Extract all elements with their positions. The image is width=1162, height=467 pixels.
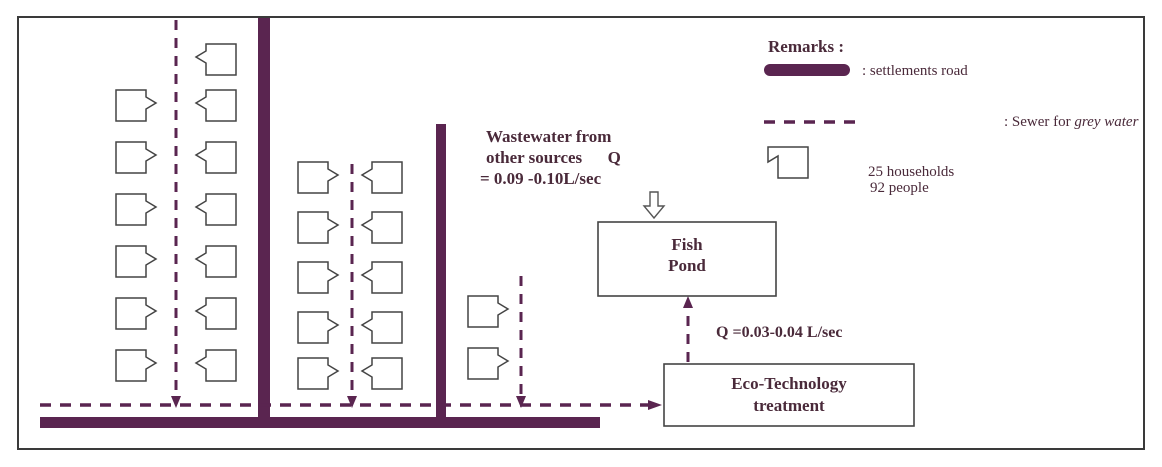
- house-icon: [115, 141, 158, 174]
- house-icon: [115, 297, 158, 330]
- sources-line-1: Wastewater from: [486, 127, 611, 146]
- treatment-line-2: treatment: [753, 396, 825, 415]
- house-icon: [194, 349, 237, 382]
- sewer-column-1-arrow: [171, 396, 181, 408]
- fish-pond-line-2: Pond: [668, 256, 706, 275]
- house-icon: [194, 89, 237, 122]
- house-icon: [194, 141, 237, 174]
- sewer-collector-arrow: [648, 400, 662, 410]
- house-icon: [115, 193, 158, 226]
- house-icon: [360, 357, 403, 390]
- horizontal-road: [40, 417, 600, 428]
- house-icon: [360, 161, 403, 194]
- diagram-frame: [17, 16, 1145, 450]
- flow-rate-label: Q =0.03-0.04 L/sec: [716, 324, 842, 341]
- legend-road-label: : settlements road: [862, 63, 968, 79]
- households: [115, 43, 510, 390]
- legend-sewer-prefix: : Sewer for: [1004, 114, 1074, 130]
- house-icon: [115, 349, 158, 382]
- sewer-to-fish-pond-arrow: [683, 296, 693, 308]
- legend-house-icon: [767, 146, 809, 179]
- grey-water-sewers: [40, 20, 693, 410]
- remarks-title: Remarks :: [768, 37, 844, 56]
- sources-line-3: = 0.09 -0.10L/sec: [480, 169, 602, 188]
- house-icon: [194, 193, 237, 226]
- legend-household-count: 25 households: [868, 164, 954, 180]
- sewer-column-3-arrow: [516, 396, 526, 408]
- legend-road-swatch: [764, 64, 850, 76]
- house-icon: [467, 295, 510, 328]
- settlement-roads: [40, 18, 600, 428]
- house-icon: [194, 43, 237, 76]
- fish-pond: Fish Pond: [597, 221, 777, 297]
- sources-line-2: other sources Q: [486, 148, 621, 167]
- treatment-line-1: Eco-Technology: [731, 374, 847, 393]
- eco-technology-treatment: Eco-Technology treatment: [663, 363, 915, 427]
- fish-pond-line-1: Fish: [671, 235, 703, 254]
- house-icon: [297, 311, 340, 344]
- sewer-column-2-arrow: [347, 396, 357, 408]
- house-icon: [194, 297, 237, 330]
- house-icon: [297, 357, 340, 390]
- second-vertical-road: [436, 124, 446, 424]
- main-vertical-road: [258, 18, 270, 424]
- house-icon: [360, 261, 403, 294]
- house-icon: [115, 245, 158, 278]
- house-icon: [115, 89, 158, 122]
- fish-pond-box: [597, 221, 777, 297]
- house-icon: [297, 261, 340, 294]
- legend-sewer-emph: grey water: [1074, 114, 1138, 130]
- other-sources: Wastewater from other sources Q = 0.09 -…: [480, 127, 666, 220]
- treatment-box: [663, 363, 915, 427]
- sources-down-arrow: [642, 191, 666, 220]
- house-icon: [194, 245, 237, 278]
- legend-sewer-label: : Sewer for grey water: [1004, 114, 1139, 130]
- house-icon: [467, 347, 510, 380]
- house-icon: [360, 211, 403, 244]
- legend-people-count: 92 people: [870, 180, 929, 196]
- house-icon: [297, 211, 340, 244]
- house-icon: [360, 311, 403, 344]
- house-icon: [297, 161, 340, 194]
- remarks-legend: Remarks : : settlements road : Sewer for…: [764, 37, 1139, 196]
